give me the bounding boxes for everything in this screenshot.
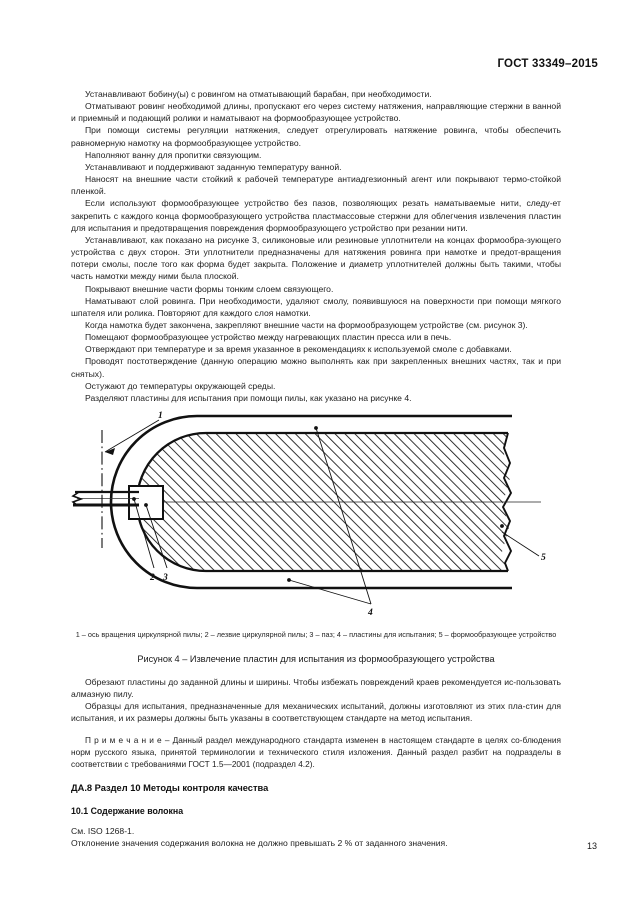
page-header-standard-number: ГОСТ 33349–2015 <box>497 58 598 70</box>
paragraph: Остужают до температуры окружающей среды… <box>85 380 276 391</box>
paragraph: При помощи системы регуляции натяжения, … <box>71 125 561 148</box>
callout-5: 5 <box>541 553 546 563</box>
paragraph: Покрывают внешние части формы тонким сло… <box>85 283 334 294</box>
main-text-column: Устанавливают бобину(ы) с ровингом на от… <box>71 88 561 404</box>
paragraph: Когда намотка будет закончена, закрепляю… <box>85 319 528 330</box>
paragraph: Помещают формообразующее устройство межд… <box>85 332 452 343</box>
note-paragraph: П р и м е ч а н и е – Данный раздел межд… <box>71 734 561 769</box>
circular-saw-blade <box>71 490 139 507</box>
paragraph: Образцы для испытания, предназначенные д… <box>71 701 561 724</box>
body-line: Отклонение значения содержания волокна н… <box>71 838 448 849</box>
paragraph: Наматывают слой ровинга. При необходимос… <box>71 295 561 318</box>
paragraph: Отматывают ровинг необходимой длины, про… <box>71 101 561 124</box>
paragraph: Наполняют ванну для пропитки связующим. <box>85 149 262 160</box>
figure-4: 1 2 3 4 5 1 – ось вращения циркулярной п… <box>71 408 561 678</box>
spacer <box>71 770 561 783</box>
callout-1: 1 <box>158 411 163 421</box>
subsection-heading: 10.1 Содержание волокна <box>71 805 184 816</box>
spacer <box>71 725 561 734</box>
leader-lines <box>104 419 540 605</box>
paragraph: Обрезают пластины до заданной длины и ши… <box>71 677 561 700</box>
paragraph: Разделяют пластины для испытания при пом… <box>85 392 412 403</box>
spacer <box>71 793 561 806</box>
figure-4-technical-drawing: 1 2 3 4 5 <box>71 411 546 618</box>
callout-2: 2 <box>149 573 155 583</box>
paragraph: Устанавливают, как показано на рисунке 3… <box>71 234 561 282</box>
paragraph: Устанавливают бобину(ы) с ровингом на от… <box>85 89 432 99</box>
lower-text-column: Обрезают пластины до заданной длины и ши… <box>71 676 561 849</box>
reference-line: См. ISO 1268-1. <box>71 825 135 836</box>
paragraph: Устанавливают и поддерживают заданную те… <box>85 161 342 172</box>
paragraph: Отверждают при температуре и за время ук… <box>85 344 512 355</box>
callout-4: 4 <box>367 608 373 618</box>
paragraph: Проводят постотверждение (данную операци… <box>71 356 561 379</box>
paragraph: Наносят на внешние части стойкий к рабоч… <box>71 174 561 197</box>
page-number: 13 <box>586 841 597 851</box>
section-heading: ДА.8 Раздел 10 Методы контроля качества <box>71 782 269 793</box>
spacer <box>71 816 561 825</box>
forming-device-nose <box>109 414 198 590</box>
paragraph: Если используют формообразующее устройст… <box>71 198 561 233</box>
figure-legend: 1 – ось вращения циркулярной пилы; 2 – л… <box>75 630 557 639</box>
break-line-right <box>501 432 513 572</box>
callout-3: 3 <box>162 573 168 583</box>
figure-caption: Рисунок 4 – Извлечение пластин для испыт… <box>137 654 495 664</box>
